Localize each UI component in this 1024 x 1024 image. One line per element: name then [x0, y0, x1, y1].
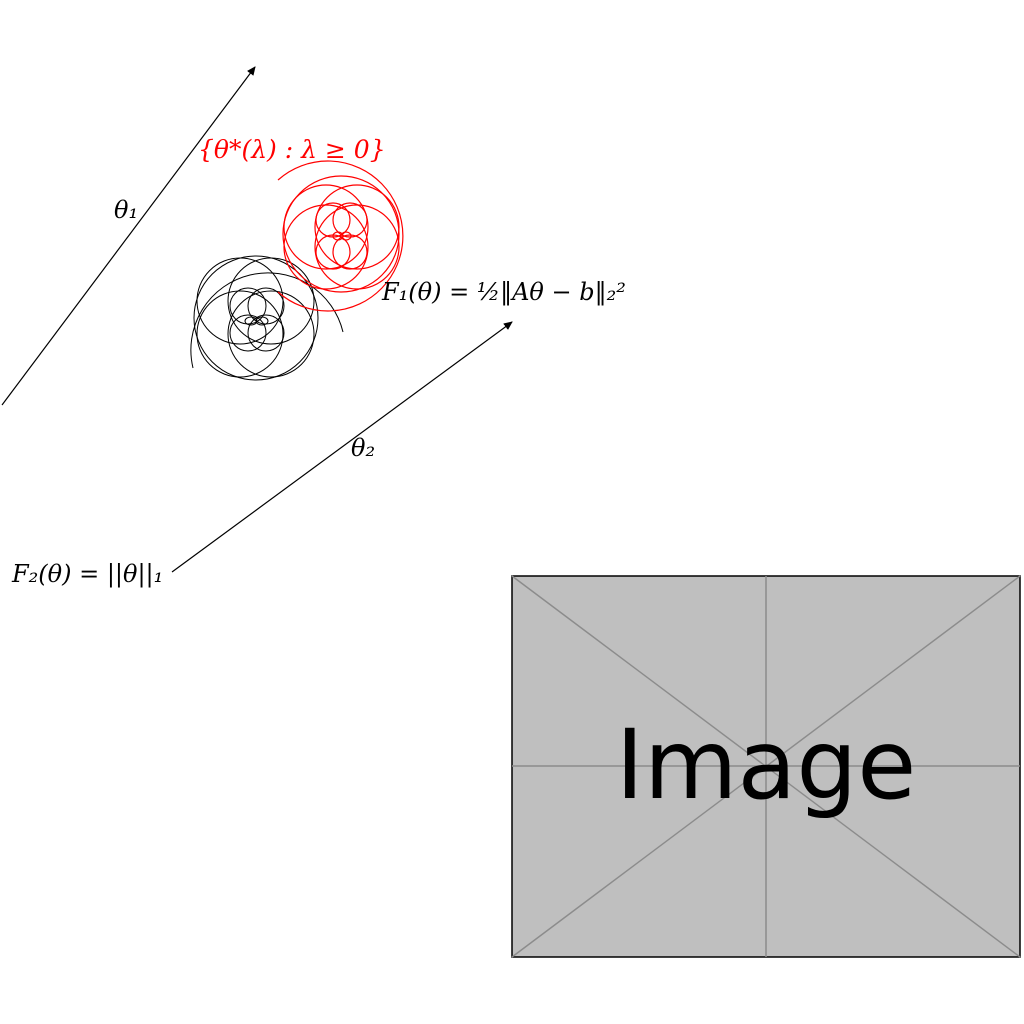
theta2-axis-label: θ₂	[351, 434, 375, 462]
solution-contour-small-bottom-right	[332, 234, 368, 270]
f2-contour-tiny-left	[244, 316, 258, 326]
solution-path-label: {θ*(λ) : λ ≥ 0}	[198, 135, 386, 164]
f2-contour-small-bottom-left	[229, 314, 267, 352]
f2-contour-mid-right	[227, 257, 315, 345]
theta2-axis-arrow	[171, 321, 513, 573]
theta1-axis-arrow	[1, 66, 256, 406]
image-placeholder: Image	[511, 575, 1021, 958]
f2-contour-mid-bottom-right	[227, 290, 315, 378]
solution-contour-group	[277, 160, 404, 312]
f2-contour-mid-bottom-left	[196, 290, 284, 378]
theta1-axis-label: θ₁	[114, 196, 138, 224]
image-placeholder-text: Image	[616, 709, 917, 821]
f2-contour-small-bottom-right	[247, 314, 285, 352]
solution-contour-mid-left	[283, 184, 369, 270]
solution-contour-tiny-left	[332, 231, 344, 241]
solution-contour-mid-right	[314, 184, 400, 270]
f2-contour-tiny-right	[255, 316, 269, 326]
f2-objective-label: F₂(θ) = ||θ||₁	[11, 560, 163, 589]
f2-contour-group	[190, 255, 344, 381]
f1-objective-label: F₁(θ) = ½‖Aθ − b‖₂²	[381, 278, 626, 307]
solution-contour-small-right	[332, 202, 368, 238]
f2-contour-large	[193, 255, 319, 381]
solution-contour-outer	[277, 160, 404, 312]
f2-contour-outer	[190, 272, 344, 369]
solution-contour-mid-bottom-right	[314, 204, 400, 290]
solution-contour-tiny-right	[340, 231, 352, 241]
solution-contour-mid-bottom-left	[283, 204, 369, 290]
